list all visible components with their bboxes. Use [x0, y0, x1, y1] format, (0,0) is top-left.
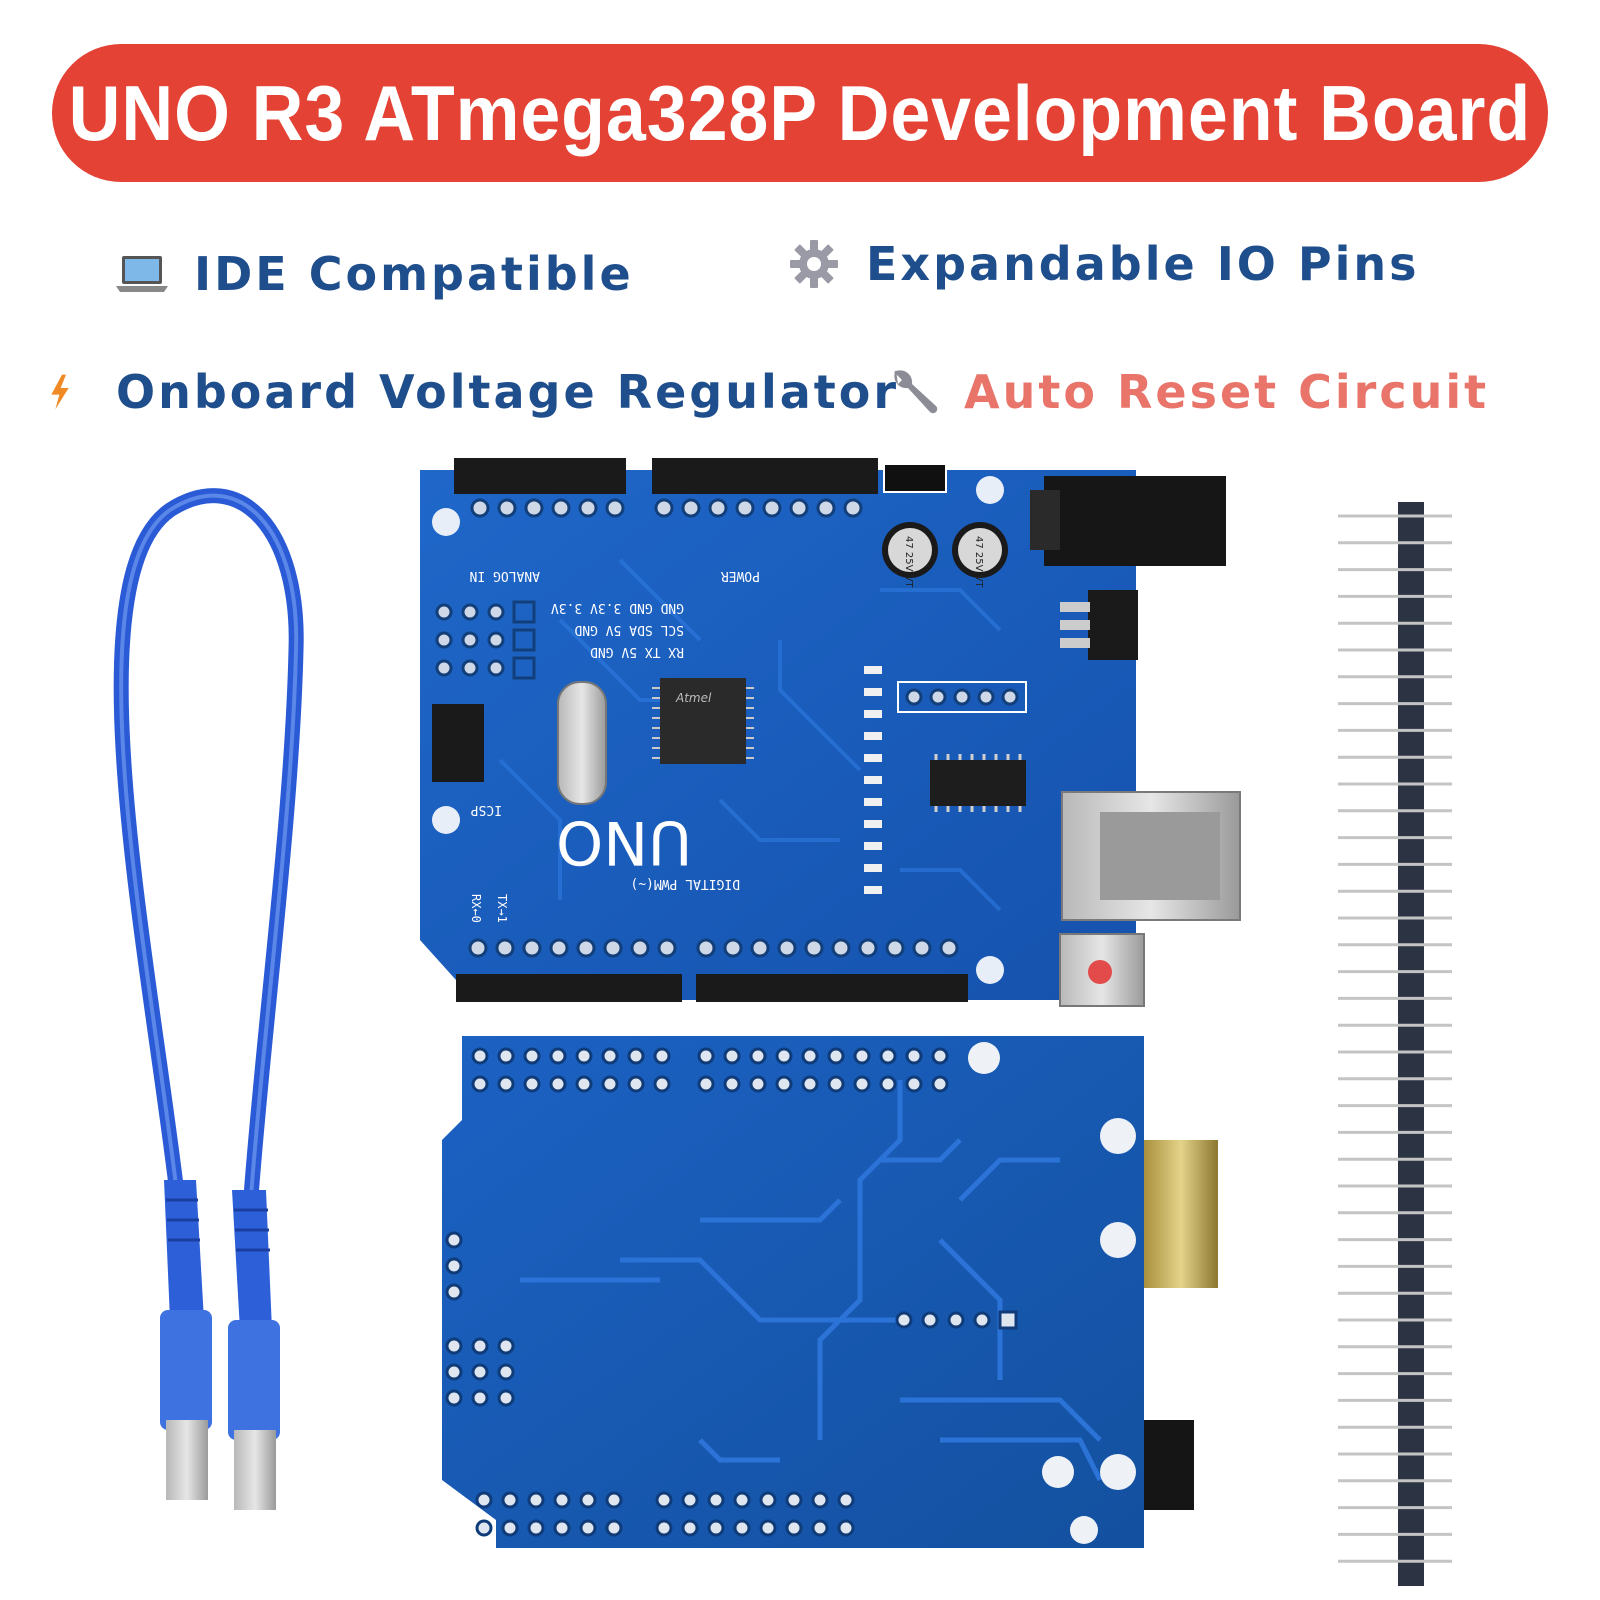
rx-label: RX←0 [469, 894, 483, 923]
icsp-label: ICSP [471, 802, 502, 817]
usb-plug-tip [166, 1420, 208, 1500]
crystal-oscillator [557, 681, 607, 805]
feature-label: Onboard Voltage Regulator [116, 365, 900, 419]
title-banner: UNO R3 ATmega328P Development Board [52, 44, 1548, 182]
digital-header-high [696, 974, 968, 1002]
section-analog-label: ANALOG IN [470, 568, 540, 583]
pin-header-strip [1338, 502, 1452, 1586]
ext-header-row1: GND GND 3.3V 3.3V [551, 600, 684, 615]
feature-expandable-io: Expandable IO Pins [784, 234, 1420, 294]
ext-header-row3: RX TX 5V GND [590, 644, 684, 659]
mcu-chip [660, 678, 746, 764]
chip-brand: Atmel [675, 691, 712, 705]
reset-button [1059, 933, 1145, 1007]
board-back [442, 1036, 1218, 1548]
feature-label: Auto Reset Circuit [964, 365, 1490, 419]
laptop-icon [116, 256, 168, 292]
usb-plug-body [228, 1320, 280, 1440]
ext-header-row2: SCL SDA 5V GND [574, 622, 684, 637]
analog-header [454, 458, 626, 494]
digital-header-low [456, 974, 682, 1002]
product-scene: ANALOG IN POWER DIGITAL PWM(~) GND GND 3… [113, 458, 1452, 1586]
lightning-icon [51, 374, 69, 410]
dc-power-jack [1044, 476, 1226, 566]
feature-voltage-regulator: Onboard Voltage Regulator [46, 362, 899, 422]
uno-logo: UNO [556, 807, 692, 877]
gear-icon [790, 240, 838, 288]
usb-plug-tip [234, 1430, 276, 1510]
usb-serial-chip [930, 760, 1026, 806]
icsp-header [432, 704, 484, 782]
feature-ide-compatible: IDE Compatible [112, 244, 634, 304]
dc-jack-back [1144, 1420, 1194, 1510]
wrench-icon [894, 370, 938, 414]
feature-label: IDE Compatible [194, 247, 634, 301]
usb-plug-body [160, 1310, 212, 1430]
usb-cable [113, 488, 304, 1510]
power-header [652, 458, 878, 494]
voltage-regulator [1088, 590, 1138, 660]
section-power-label: POWER [721, 568, 760, 583]
page-title: UNO R3 ATmega328P Development Board [68, 68, 1532, 157]
feature-auto-reset: Auto Reset Circuit [882, 362, 1489, 422]
usb-port-shell [1144, 1140, 1218, 1288]
feature-label: Expandable IO Pins [866, 237, 1420, 291]
capacitor-label: 47 25V VT [903, 536, 914, 588]
tx-label: TX→1 [495, 894, 509, 923]
capacitor-label: 47 25V VT [973, 536, 984, 588]
section-digital-label: DIGITAL PWM(~) [630, 876, 740, 891]
board-front: ANALOG IN POWER DIGITAL PWM(~) GND GND 3… [420, 458, 1241, 1007]
